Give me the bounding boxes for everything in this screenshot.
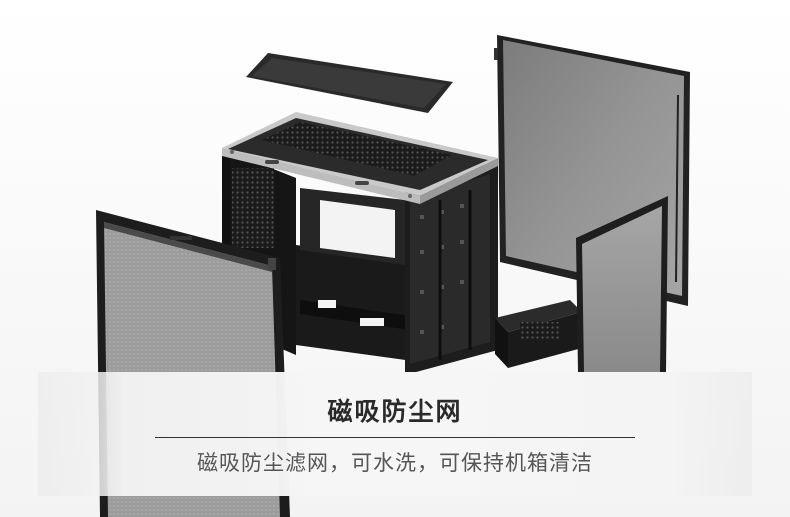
caption-band [38, 372, 752, 496]
caption-subtitle: 磁吸防尘滤网，可水洗，可保持机箱清洁 [197, 451, 593, 475]
caption-divider [155, 437, 635, 438]
small-side-panel [576, 196, 668, 372]
drive-cage [495, 300, 582, 368]
caption-title: 磁吸防尘网 [327, 397, 463, 426]
top-dust-filter [246, 53, 453, 113]
